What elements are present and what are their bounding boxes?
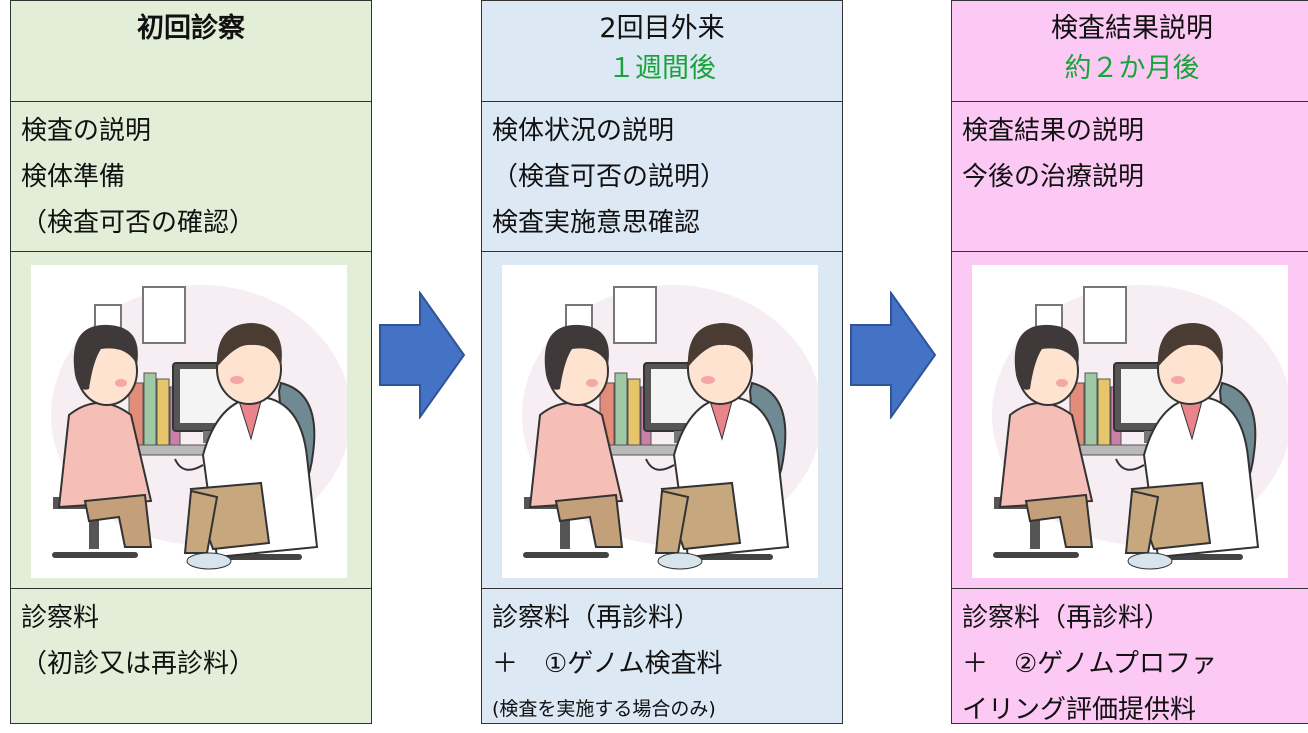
step-panel-second-visit: 2回目外来 １週間後 検体状況の説明 （検査可否の説明） 検査実施意思確認 診察… bbox=[481, 0, 843, 724]
step-title: 検査結果説明 bbox=[1051, 13, 1213, 44]
right-arrow-icon bbox=[379, 291, 466, 419]
step-header: 検査結果説明 約２か月後 bbox=[952, 1, 1308, 102]
fee-line: イリング評価提供料 bbox=[962, 695, 1197, 725]
fee-line: （初診又は再診料） bbox=[21, 649, 256, 679]
doctor-patient-consultation-illustration bbox=[31, 265, 347, 578]
description-line: 検査の説明 bbox=[21, 116, 152, 146]
fee-line: 診察料（再診料） bbox=[492, 603, 701, 633]
step-timing: 約２か月後 bbox=[1064, 53, 1200, 84]
step-timing: １週間後 bbox=[608, 53, 716, 84]
fee-line: ＋ ②ゲノムプロファ bbox=[962, 649, 1217, 679]
right-arrow-icon bbox=[850, 291, 937, 419]
description-line: 検査実施意思確認 bbox=[492, 208, 701, 238]
description-line: （検査可否の確認） bbox=[21, 208, 256, 238]
step-panel-result-explanation: 検査結果説明 約２か月後 検査結果の説明 今後の治療説明 診察料（再診料） ＋ … bbox=[951, 0, 1308, 725]
step-header: 初回診察 bbox=[11, 1, 371, 102]
illustration-cell bbox=[482, 252, 842, 589]
step-title: 初回診察 bbox=[137, 13, 245, 44]
step-description: 検査の説明 検体準備 （検査可否の確認） bbox=[11, 102, 371, 252]
description-line: 今後の治療説明 bbox=[962, 162, 1145, 192]
step-fees: 診察料（再診料） ＋ ②ゲノムプロファ イリング評価提供料 bbox=[952, 589, 1308, 725]
step-header: 2回目外来 １週間後 bbox=[482, 1, 842, 102]
illustration-cell bbox=[11, 252, 371, 589]
fee-line: ＋ ①ゲノム検査料 bbox=[492, 649, 723, 679]
step-fees: 診察料（再診料） ＋ ①ゲノム検査料 (検査を実施する場合のみ) bbox=[482, 589, 842, 725]
fee-line: 診察料（再診料） bbox=[962, 603, 1171, 633]
step-description: 検査結果の説明 今後の治療説明 bbox=[952, 102, 1308, 252]
step-panel-initial-visit: 初回診察 検査の説明 検体準備 （検査可否の確認） 診察料 （初診又は再診料） bbox=[10, 0, 372, 724]
description-line: 検体状況の説明 bbox=[492, 116, 675, 146]
step-title: 2回目外来 bbox=[599, 13, 725, 44]
description-line: 検査結果の説明 bbox=[962, 116, 1145, 146]
description-line: 検体準備 bbox=[21, 162, 126, 192]
step-description: 検体状況の説明 （検査可否の説明） 検査実施意思確認 bbox=[482, 102, 842, 252]
illustration-cell bbox=[952, 252, 1308, 589]
fee-note: (検査を実施する場合のみ) bbox=[492, 698, 716, 720]
doctor-patient-consultation-illustration bbox=[502, 265, 818, 578]
description-line: （検査可否の説明） bbox=[492, 162, 727, 192]
step-fees: 診察料 （初診又は再診料） bbox=[11, 589, 371, 725]
fee-line: 診察料 bbox=[21, 603, 100, 633]
doctor-patient-consultation-illustration bbox=[972, 265, 1288, 578]
